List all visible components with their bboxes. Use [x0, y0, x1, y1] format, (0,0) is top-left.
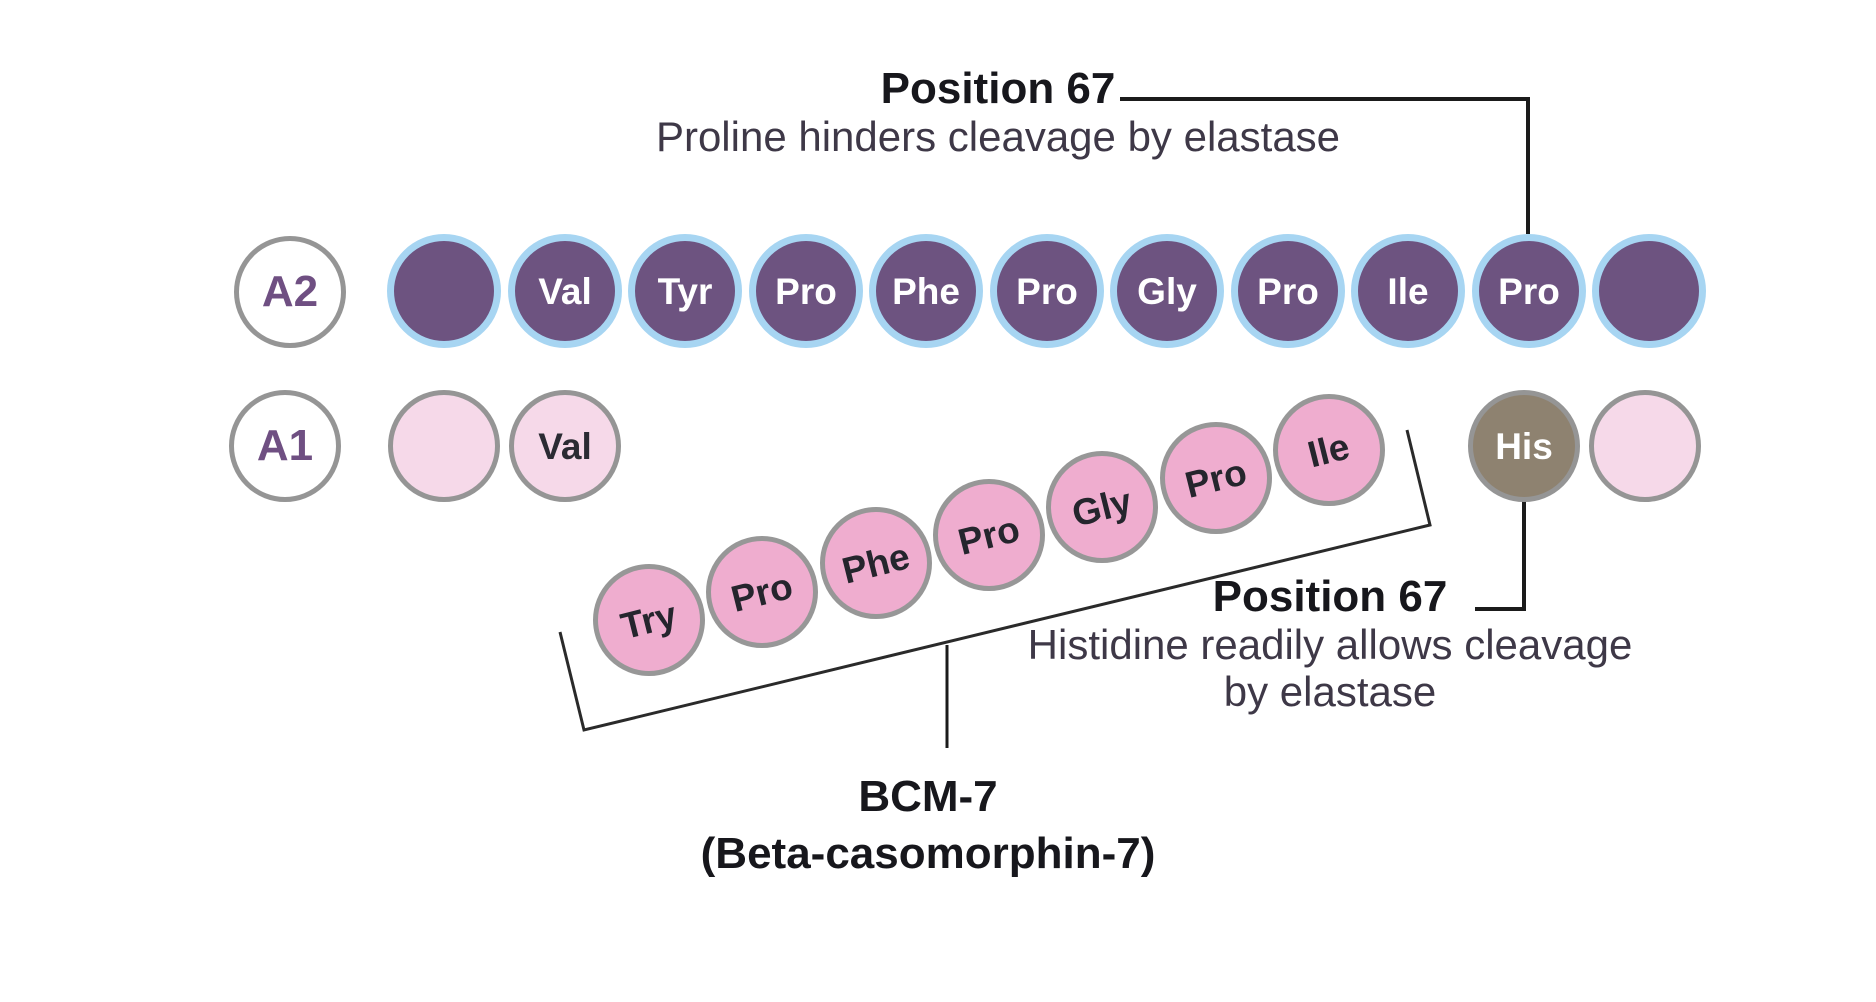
residue-label: Pro — [990, 234, 1104, 348]
residue-label: Val — [508, 234, 622, 348]
bcm7-residue-circle: Pro — [1160, 422, 1272, 534]
annotation-title: Position 67 — [1212, 572, 1448, 621]
annotation-position67-proline: Position 67 Proline hinders cleavage by … — [656, 64, 1340, 160]
residue-label: Pro — [954, 507, 1024, 563]
residue-label: Ile — [1351, 234, 1465, 348]
residue-label: Pro — [1181, 450, 1251, 506]
bcm7-residue-circle: Ile — [1273, 394, 1385, 506]
bcm7-residue-circle: Pro — [933, 479, 1045, 591]
residue-label: Pro — [727, 564, 797, 620]
his-position67-connector-line — [1475, 500, 1526, 611]
residue-label: Gly — [1068, 479, 1136, 535]
residue-label — [1592, 234, 1706, 348]
bcm7-residue-circle: Phe — [820, 507, 932, 619]
annotation-title: BCM-7 — [858, 772, 998, 821]
residue-label: Val — [509, 390, 621, 502]
annotation-bcm7: BCM-7 (Beta-casomorphin-7) — [701, 768, 1156, 882]
bcm7-residue-circle: Gly — [1046, 451, 1158, 563]
residue-label: Pro — [749, 234, 863, 348]
residue-label: A1 — [229, 390, 341, 502]
annotation-subtitle: (Beta-casomorphin-7) — [700, 829, 1156, 878]
bcm7-residue-circle: Try — [593, 564, 705, 676]
residue-label: Phe — [869, 234, 983, 348]
residue-label: Try — [617, 593, 681, 647]
bcm7-bracket — [558, 429, 1432, 732]
top-position67-connector-line — [1120, 97, 1530, 234]
annotation-title: Position 67 — [880, 64, 1116, 113]
residue-label: Pro — [1472, 234, 1586, 348]
annotation-position67-histidine: Position 67 Histidine readily allows cle… — [1028, 572, 1633, 715]
residue-label: Gly — [1110, 234, 1224, 348]
residue-label: His — [1468, 390, 1580, 502]
residue-label: Phe — [838, 534, 914, 592]
residue-label: Pro — [1231, 234, 1345, 348]
residue-label: Tyr — [628, 234, 742, 348]
bcm7-residue-circle: Pro — [706, 536, 818, 648]
annotation-text: Proline hinders cleavage by elastase — [655, 113, 1341, 160]
annotation-text: Histidine readily allows cleavage — [1027, 621, 1633, 668]
residue-label — [1589, 390, 1701, 502]
residue-label — [387, 234, 501, 348]
residue-label: A2 — [234, 236, 346, 348]
residue-label — [388, 390, 500, 502]
annotation-text: by elastase — [1223, 668, 1437, 715]
residue-label: Ile — [1304, 425, 1354, 475]
